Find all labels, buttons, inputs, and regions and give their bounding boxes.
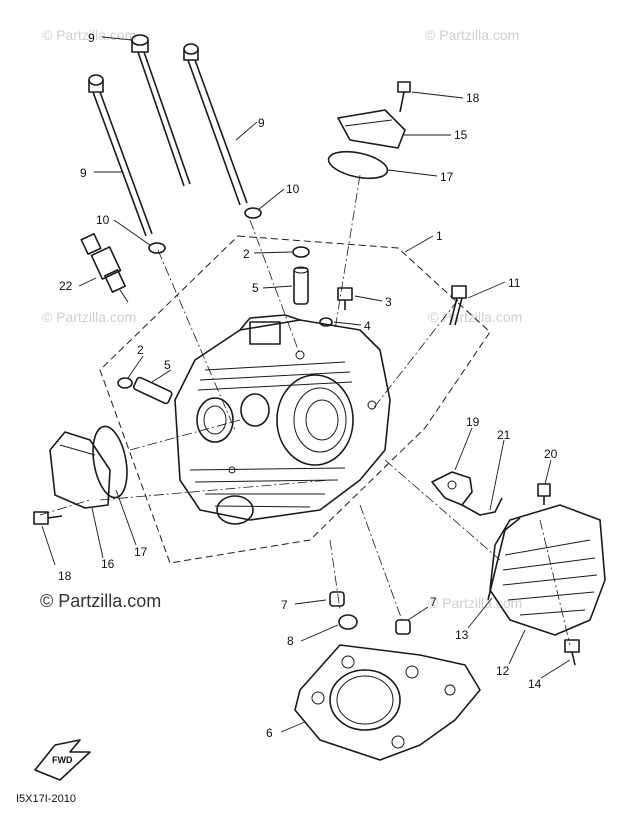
callout-labels: 9 9 9 10 10 1 2 2 5 5 3 4 22 18 18 15 17…: [58, 31, 558, 740]
callout-8: 8: [287, 634, 294, 648]
watermark-mid-left: © Partzilla.com: [42, 309, 136, 325]
bolt-18-left: [33, 511, 63, 525]
callout-3: 3: [385, 295, 392, 309]
tappet-cover-16: [49, 431, 111, 509]
stud-bolt-center: [131, 34, 191, 187]
valve-guide-left: [133, 376, 173, 405]
callout-7-right: 7: [430, 595, 437, 609]
callout-10-left: 10: [96, 213, 110, 227]
o-ring-17-top: [327, 150, 389, 180]
bolt-14: [564, 639, 580, 666]
callout-16: 16: [101, 557, 115, 571]
dowel-ring-top: [292, 246, 310, 258]
callout-2-top: 2: [243, 247, 250, 261]
callout-5-top: 5: [252, 281, 259, 295]
assembly-outline: [99, 235, 491, 564]
callout-4: 4: [364, 319, 371, 333]
gasket-13: [487, 517, 521, 601]
pipe-21: [461, 497, 503, 516]
cylinder-head: [174, 314, 391, 525]
callout-18-left: 18: [58, 569, 72, 583]
callout-11: 11: [508, 276, 521, 290]
bolt-18-top: [397, 81, 411, 113]
callout-20: 20: [544, 447, 558, 461]
dowel-pin-7-left: [329, 591, 345, 607]
dowel-ring-left: [117, 377, 133, 389]
callout-17-left: 17: [134, 545, 148, 559]
stud-bolt-left: [88, 74, 153, 237]
side-cover-12: [489, 504, 606, 636]
callout-7-left: 7: [281, 598, 288, 612]
callout-15: 15: [454, 128, 468, 142]
callout-6: 6: [266, 726, 273, 740]
bolt-3: [337, 287, 353, 310]
fwd-label: FWD: [52, 755, 73, 765]
callout-9-top: 9: [88, 31, 95, 45]
head-gasket-6: [294, 644, 481, 761]
callout-1: 1: [436, 229, 443, 243]
washer-10-left: [148, 242, 166, 254]
callout-21: 21: [497, 428, 511, 442]
callout-14: 14: [528, 677, 542, 691]
spark-plug: [80, 232, 129, 303]
callout-17-top: 17: [440, 170, 454, 184]
dowel-pin-7-right: [395, 619, 411, 635]
bolt-11: [449, 285, 467, 326]
callout-2-left: 2: [137, 343, 144, 357]
watermark-main: © Partzilla.com: [40, 591, 161, 611]
callout-9-right: 9: [258, 116, 265, 130]
callout-18-top: 18: [466, 91, 480, 105]
watermark-top-right: © Partzilla.com: [425, 27, 519, 43]
callout-22: 22: [59, 279, 73, 293]
seal-8: [338, 614, 358, 630]
watermark-mid-right: © Partzilla.com: [428, 309, 522, 325]
callout-19: 19: [466, 415, 480, 429]
leader-lines: [41, 36, 571, 733]
watermark-low-right: © Partzilla.com: [428, 595, 522, 611]
callout-13: 13: [455, 628, 469, 642]
tappet-cover-15: [337, 109, 406, 149]
callout-9-left: 9: [80, 166, 87, 180]
bracket-19: [431, 471, 473, 506]
callout-10-right: 10: [286, 182, 300, 196]
washer-10-right: [244, 207, 262, 219]
bolt-20: [537, 483, 551, 505]
o-ring-17-left: [92, 425, 128, 499]
washer-4: [319, 317, 333, 327]
callout-5-left: 5: [164, 358, 171, 372]
callout-12: 12: [496, 664, 510, 678]
stud-bolt-right: [183, 43, 248, 206]
diagram-code: I5X17I-2010: [16, 793, 76, 805]
fwd-arrow-icon: FWD: [34, 739, 91, 781]
alignment-lines: [39, 174, 571, 646]
watermark-top-left: © Partzilla.com: [42, 27, 136, 43]
valve-guide-top: [293, 266, 309, 305]
